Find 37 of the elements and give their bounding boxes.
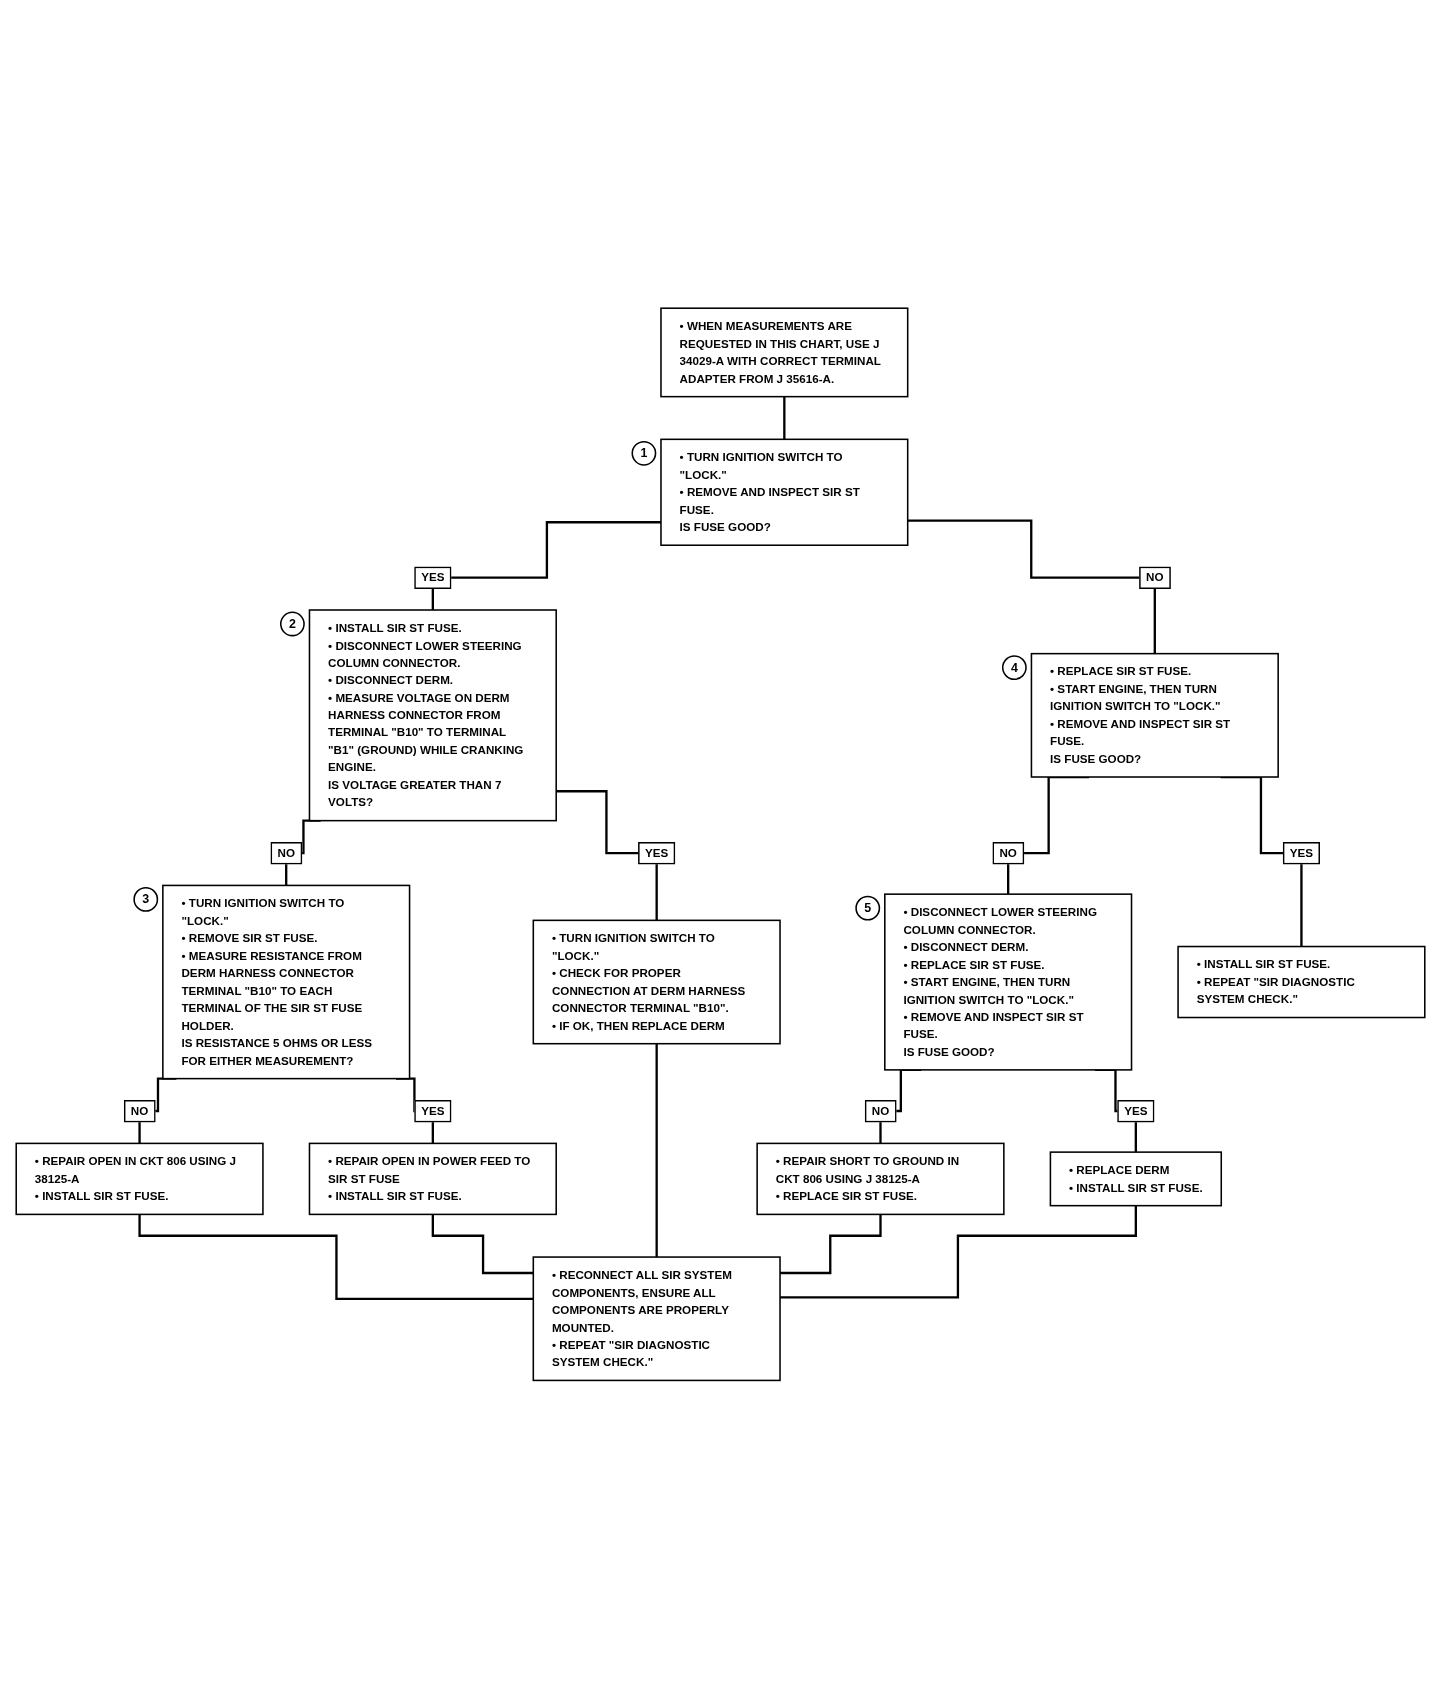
edge-label: YES: [645, 846, 669, 860]
connector: [138, 1213, 534, 1301]
step-number: 5: [855, 895, 881, 921]
step-number: 1: [631, 441, 657, 466]
connector: [431, 521, 661, 612]
edge-label: YES: [421, 570, 445, 584]
step-number: 3: [133, 887, 159, 912]
node-box: • REPAIR OPEN IN POWER FEED TO SIR ST FUSE • INSTALL SIR ST FUSE.: [308, 1142, 557, 1216]
node-box: • REPLACE SIR ST FUSE. • START ENGINE, THEN TURN IGNITION SWITCH TO "LOCK." • REMOVE AND INSPECT SIR ST FUSE. IS FUSE GOOD?: [1030, 653, 1279, 778]
connector: [780, 1213, 882, 1275]
node-box: • TURN IGNITION SWITCH TO "LOCK." • REMOVE AND INSPECT SIR ST FUSE. IS FUSE GOOD?: [660, 438, 909, 547]
step-number: 4: [1001, 655, 1027, 681]
node-box: • REPAIR SHORT TO GROUND IN CKT 806 USING J 38125-A • REPLACE SIR ST FUSE.: [756, 1142, 1005, 1216]
step-number: 2: [280, 611, 305, 637]
node-box: • TURN IGNITION SWITCH TO "LOCK." • CHECK FOR PROPER CONNECTION AT DERM HARNESS CONNECTOR TERMINAL "B10". • IF OK, THEN REPLACE DERM: [532, 919, 781, 1045]
edge-label: YES: [1124, 1104, 1148, 1118]
edge-label: NO: [1146, 570, 1164, 584]
node-box: • TURN IGNITION SWITCH TO "LOCK." • REMOVE SIR ST FUSE. • MEASURE RESISTANCE FROM DERM HARNESS CONNECTOR TERMINAL "B10" TO EACH TERMINAL OF THE SIR ST FUSE HOLDER. IS RESISTANCE 5 OHMS OR LESS FOR EITHER MEASUREMENT?: [162, 884, 411, 1080]
edge-label: NO: [130, 1104, 149, 1118]
connector: [655, 1042, 658, 1259]
edge-label: YES: [421, 1104, 445, 1118]
node-box: • INSTALL SIR ST FUSE. • REPEAT "SIR DIAGNOSTIC SYSTEM CHECK.": [1177, 945, 1426, 1019]
connector: [907, 519, 1156, 655]
node-box: • RECONNECT ALL SIR SYSTEM COMPONENTS, ENSURE ALL COMPONENTS ARE PROPERLY MOUNTED. • REPEAT "SIR DIAGNOSTIC SYSTEM CHECK.": [532, 1256, 781, 1382]
node-box: • REPAIR OPEN IN CKT 806 USING J 38125-A • INSTALL SIR ST FUSE.: [15, 1142, 264, 1216]
node-box: • WHEN MEASUREMENTS ARE REQUESTED IN THIS CHART, USE J 34029-A WITH CORRECT TERMINAL ADAPTER FROM J 35616-A.: [660, 307, 909, 398]
connector: [431, 1213, 534, 1275]
edge-label: NO: [871, 1104, 890, 1118]
connector: [783, 395, 786, 441]
edge-label: YES: [1289, 846, 1314, 860]
edge-label: NO: [999, 846, 1017, 860]
node-box: • INSTALL SIR ST FUSE. • DISCONNECT LOWER STEERING COLUMN CONNECTOR. • DISCONNECT DERM. • MEASURE VOLTAGE ON DERM HARNESS CONNECTOR FROM TERMINAL "B10" TO TERMINAL "B1" (GROUND) WHILE CRANKING ENGINE. IS VOLTAGE GREATER THAN 7 VOLTS?: [308, 609, 557, 822]
connector: [780, 1204, 1137, 1299]
edge-label: NO: [277, 846, 295, 860]
connector: [556, 790, 658, 922]
node-box: • REPLACE DERM • INSTALL SIR ST FUSE.: [1049, 1151, 1223, 1207]
node-box: • DISCONNECT LOWER STEERING COLUMN CONNECTOR. • DISCONNECT DERM. • REPLACE SIR ST FUSE. • START ENGINE, THEN TURN IGNITION SWITCH TO "LOCK." • REMOVE AND INSPECT SIR ST FUSE. IS FUSE GOOD?: [884, 893, 1133, 1071]
